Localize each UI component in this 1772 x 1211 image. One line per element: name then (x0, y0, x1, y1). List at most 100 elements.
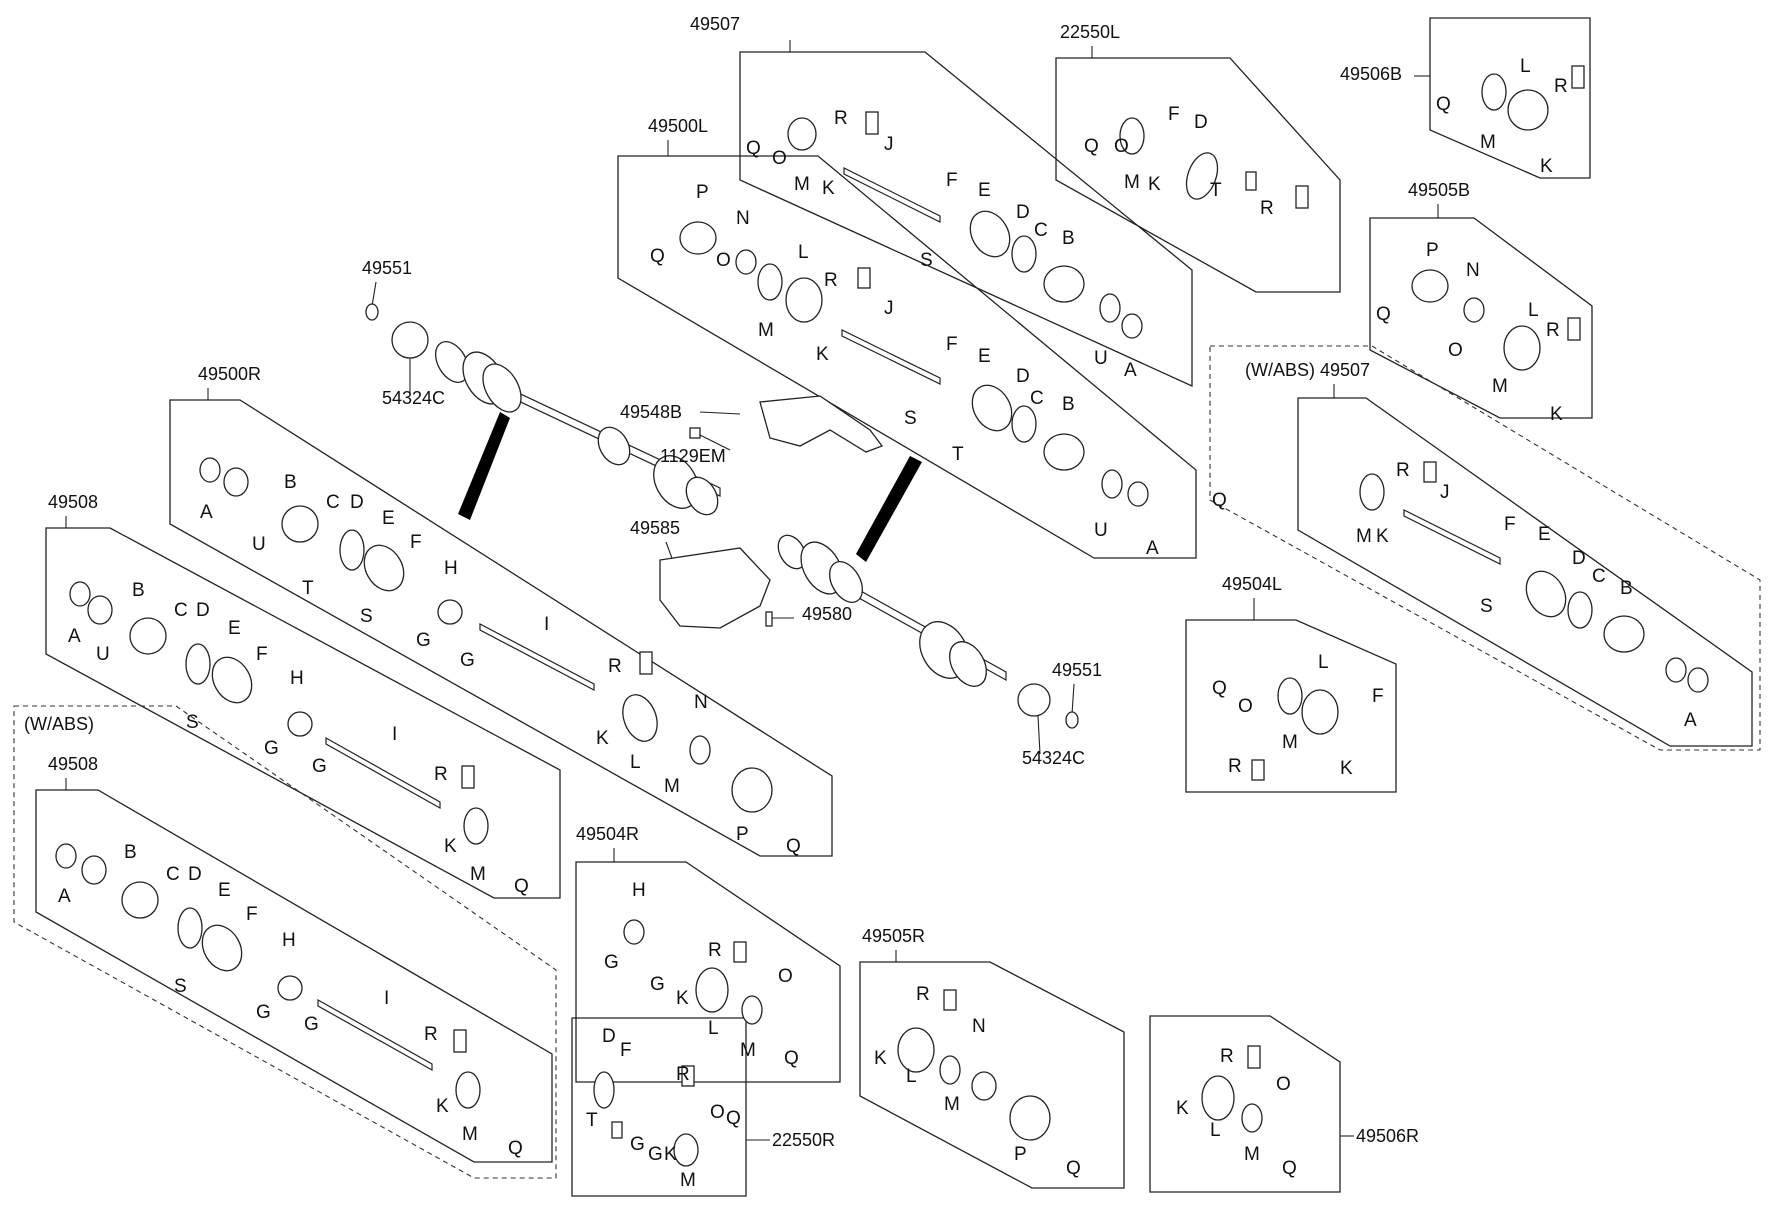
part-number-callout: 49500L (648, 116, 708, 136)
part-letter-label: L (1210, 1120, 1221, 1141)
part-letter-label: O (1114, 136, 1129, 157)
box-22550L (1055, 57, 1341, 293)
part-letter-label: K (676, 988, 689, 1009)
part-number-callout: 49505R (862, 926, 925, 946)
left-axle-assembly (434, 341, 721, 520)
part-number-callout: 49504L (1222, 574, 1282, 594)
part-number-callout: 49551 (1052, 660, 1102, 680)
part-letter-label: R (1546, 320, 1560, 341)
part-letter-label: K (596, 728, 609, 749)
part-letter-label: C (326, 492, 340, 513)
part-letter-label: R (434, 764, 448, 785)
part-letter-label: P (696, 182, 709, 203)
box-22550R (571, 1017, 747, 1197)
part-letter-label: G (460, 650, 475, 671)
part-letter-label: R (1396, 460, 1410, 481)
part-letter-label: K (1176, 1098, 1189, 1119)
part-letter-label: I (384, 988, 389, 1009)
part-number-callout: 49585 (630, 518, 680, 538)
box-49508 (45, 527, 561, 899)
part-letter-label: B (1062, 394, 1075, 415)
part-letter-label: G (604, 952, 619, 973)
part-letter-label: T (302, 578, 314, 599)
part-letter-label: N (972, 1016, 986, 1037)
part-letter-label: A (1124, 360, 1137, 381)
part-letter-label: N (1466, 260, 1480, 281)
part-letter-label: F (1372, 686, 1384, 707)
part-letter-label: P (736, 824, 749, 845)
part-letter-label: R (1260, 198, 1274, 219)
part-letter-label: S (1480, 596, 1493, 617)
part-letter-label: A (200, 502, 213, 523)
part-letter-label: L (906, 1066, 917, 1087)
part-letter-label: O (772, 148, 787, 169)
part-letter-label: D (350, 492, 364, 513)
part-letter-label: J (884, 134, 894, 155)
part-letter-label: R (834, 108, 848, 129)
part-letter-label: Q (1066, 1158, 1081, 1179)
box-49507-abs (1297, 397, 1753, 747)
part-letter-label: M (794, 174, 810, 195)
part-letter-label: L (708, 1018, 719, 1039)
part-letter-label: Q (1376, 304, 1391, 325)
part-letter-label: F (1168, 104, 1180, 125)
part-letter-label: R (676, 1064, 690, 1085)
part-letter-label: Q (784, 1048, 799, 1069)
part-letter-label: T (952, 444, 964, 465)
part-number-callout: 49506B (1340, 64, 1402, 84)
part-letter-label: M (1492, 376, 1508, 397)
part-number-callout: 49500R (198, 364, 261, 384)
part-letter-label: E (382, 508, 395, 529)
part-letter-label: R (1554, 76, 1568, 97)
dashed-49507-abs (1209, 345, 1761, 751)
part-letter-label: E (1538, 524, 1551, 545)
part-letter-label: M (680, 1170, 696, 1191)
part-letter-label: F (246, 904, 258, 925)
part-number-callout: 54324C (382, 388, 445, 408)
part-letter-label: J (884, 298, 894, 319)
part-letter-label: D (1572, 548, 1586, 569)
part-letter-label: M (1480, 132, 1496, 153)
right-axle-assembly (777, 456, 1007, 687)
part-letter-label: K (1550, 404, 1563, 425)
part-letter-label: G (256, 1002, 271, 1023)
part-letter-label: I (544, 614, 549, 635)
part-letter-label: O (710, 1102, 725, 1123)
part-letter-label: U (96, 644, 110, 665)
part-letter-label: B (284, 472, 297, 493)
part-number-callout: 49580 (802, 604, 852, 624)
part-letter-label: K (1376, 526, 1389, 547)
part-letter-label: F (620, 1040, 632, 1061)
dashed-49508-abs (13, 705, 557, 1179)
part-letter-label: K (816, 344, 829, 365)
box-49504R (575, 861, 841, 1083)
part-letter-label: O (1238, 696, 1253, 717)
part-letter-label: M (1356, 526, 1372, 547)
part-letter-label: K (664, 1144, 677, 1165)
part-letter-label: D (602, 1026, 616, 1047)
assembly-pointer (856, 456, 922, 562)
part-letter-label: B (1062, 228, 1075, 249)
part-letter-label: Q (786, 836, 801, 857)
part-letter-label: O (778, 966, 793, 987)
part-letter-label: L (798, 242, 809, 263)
part-number-callout: 1129EM (660, 446, 726, 466)
part-letter-label: C (174, 600, 188, 621)
part-letter-label: N (736, 208, 750, 229)
box-49506B (1429, 17, 1591, 179)
part-letter-label: F (946, 334, 958, 355)
part-letter-label: M (740, 1040, 756, 1061)
part-letter-label: K (874, 1048, 887, 1069)
part-letter-label: T (1210, 180, 1222, 201)
part-letter-label: L (1528, 300, 1539, 321)
part-letter-label: A (1684, 710, 1697, 731)
part-letter-label: D (1016, 202, 1030, 223)
part-letter-label: P (1014, 1144, 1027, 1165)
part-letter-label: R (608, 656, 622, 677)
part-letter-label: G (416, 630, 431, 651)
part-letter-label: R (1228, 756, 1242, 777)
part-letter-label: D (1016, 366, 1030, 387)
part-letter-label: G (304, 1014, 319, 1035)
part-letter-label: G (264, 738, 279, 759)
